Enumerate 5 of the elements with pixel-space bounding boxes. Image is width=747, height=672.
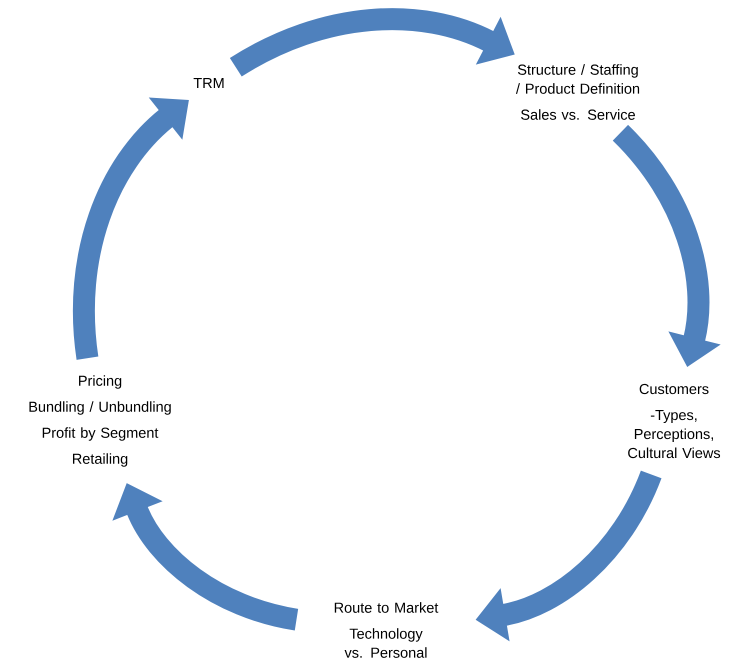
cycle-text: Route to Market Technology vs. Personal [334, 602, 438, 658]
cycle-text: TRM [194, 78, 224, 88]
cycle-text: Customers -Types, Perceptions, Cultural Views [628, 384, 720, 458]
cycle-text: Pricing Bundling / Unbundling Profit by Segment Retailing [29, 375, 171, 467]
cycle-text: Structure / Staffing / Product Definition Sales vs. Service [516, 64, 640, 120]
